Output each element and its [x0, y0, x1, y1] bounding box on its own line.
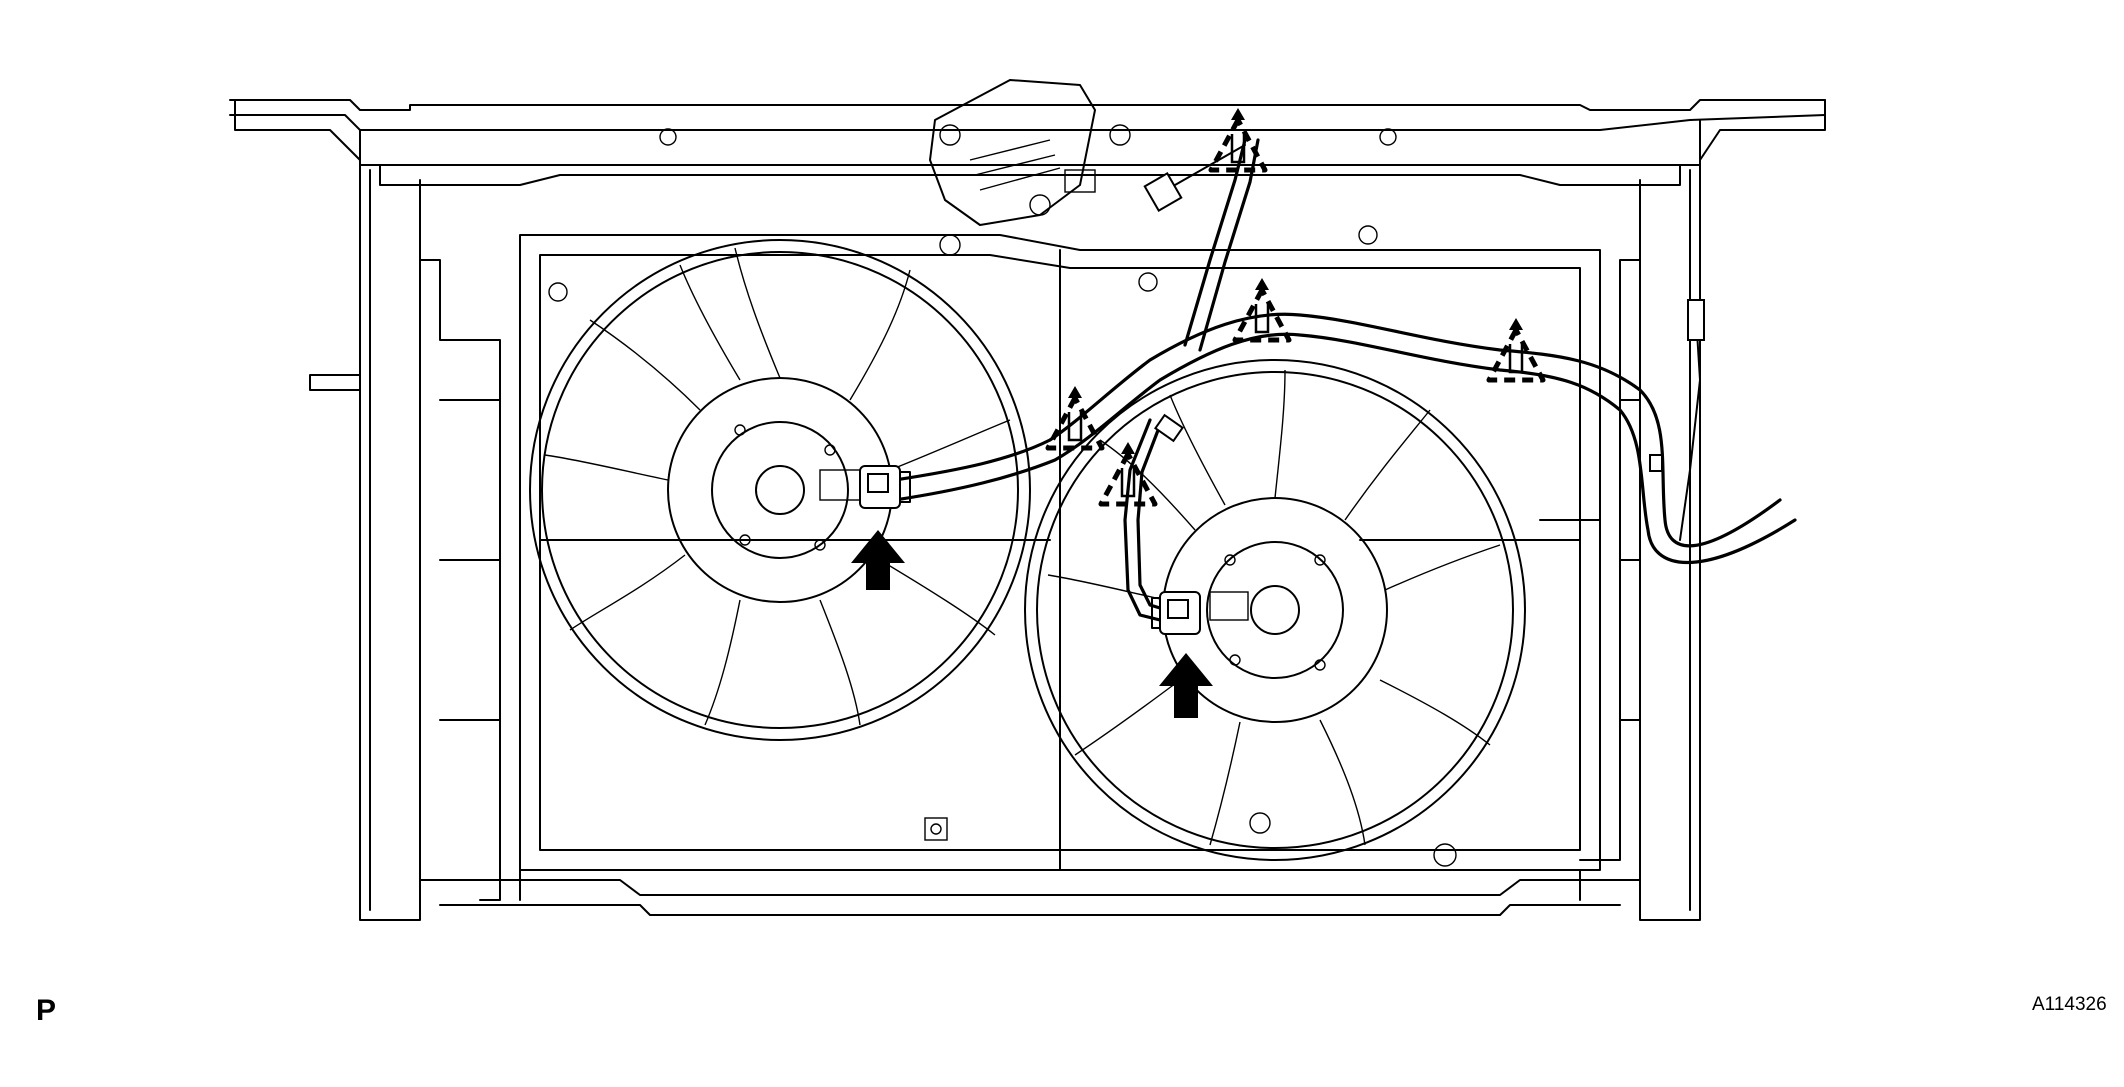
wire-harness: [893, 138, 1797, 622]
radiator-support-frame: [229, 99, 1826, 921]
dashed-triangle-clamp-icon: [1235, 278, 1289, 340]
right-cooling-fan: [1024, 359, 1526, 861]
up-arrow-icon: [1159, 653, 1213, 718]
figure-id: A114326: [2032, 994, 2107, 1015]
up-arrow-icon: [851, 530, 905, 590]
view-label: P: [36, 994, 57, 1027]
hood-lock-latch: [929, 79, 1131, 256]
right-fan-connector: [1151, 591, 1201, 635]
left-fan-connector: [859, 465, 911, 509]
